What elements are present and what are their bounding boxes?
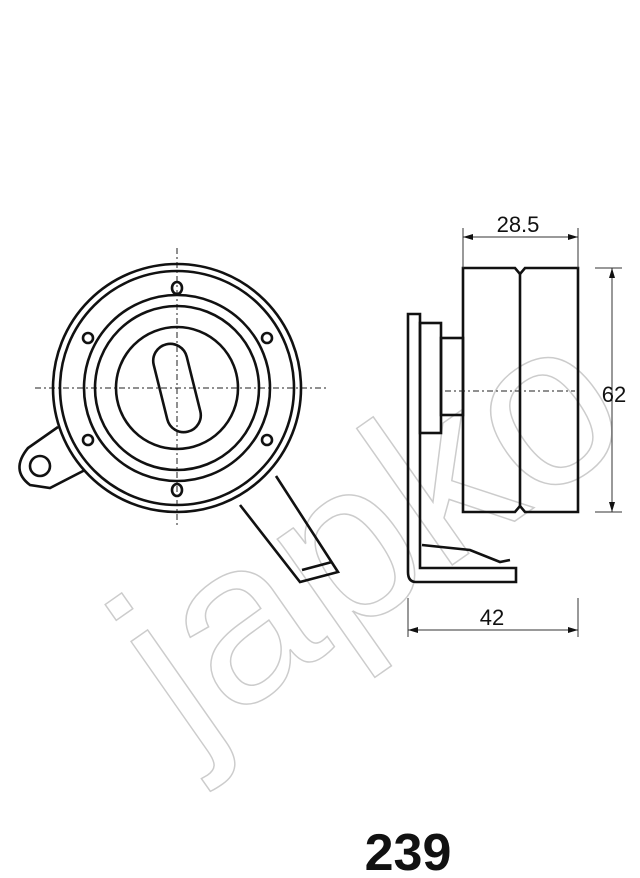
bracket [406,312,518,584]
dimension-label-diameter: 62 [602,382,626,407]
pulley [461,266,580,514]
hub [114,325,240,451]
dimension-width: 28.5 [462,212,579,268]
part-number: 239 [365,824,452,878]
mounting-hole [28,454,52,478]
outer-flange [51,262,303,514]
eccentric-slot [151,342,203,434]
dimension-label-width: 28.5 [497,212,540,237]
dimension-depth: 42 [407,598,579,637]
dimension-label-depth: 42 [480,605,504,630]
bolts [81,280,274,498]
side-view [406,266,580,584]
dimension-diameter: 62 [595,267,626,513]
watermark: japko [63,263,640,794]
front-view [18,248,341,584]
adjuster-arm [238,475,341,584]
mounting-ear [18,425,86,490]
watermark-text: japko [64,264,640,793]
